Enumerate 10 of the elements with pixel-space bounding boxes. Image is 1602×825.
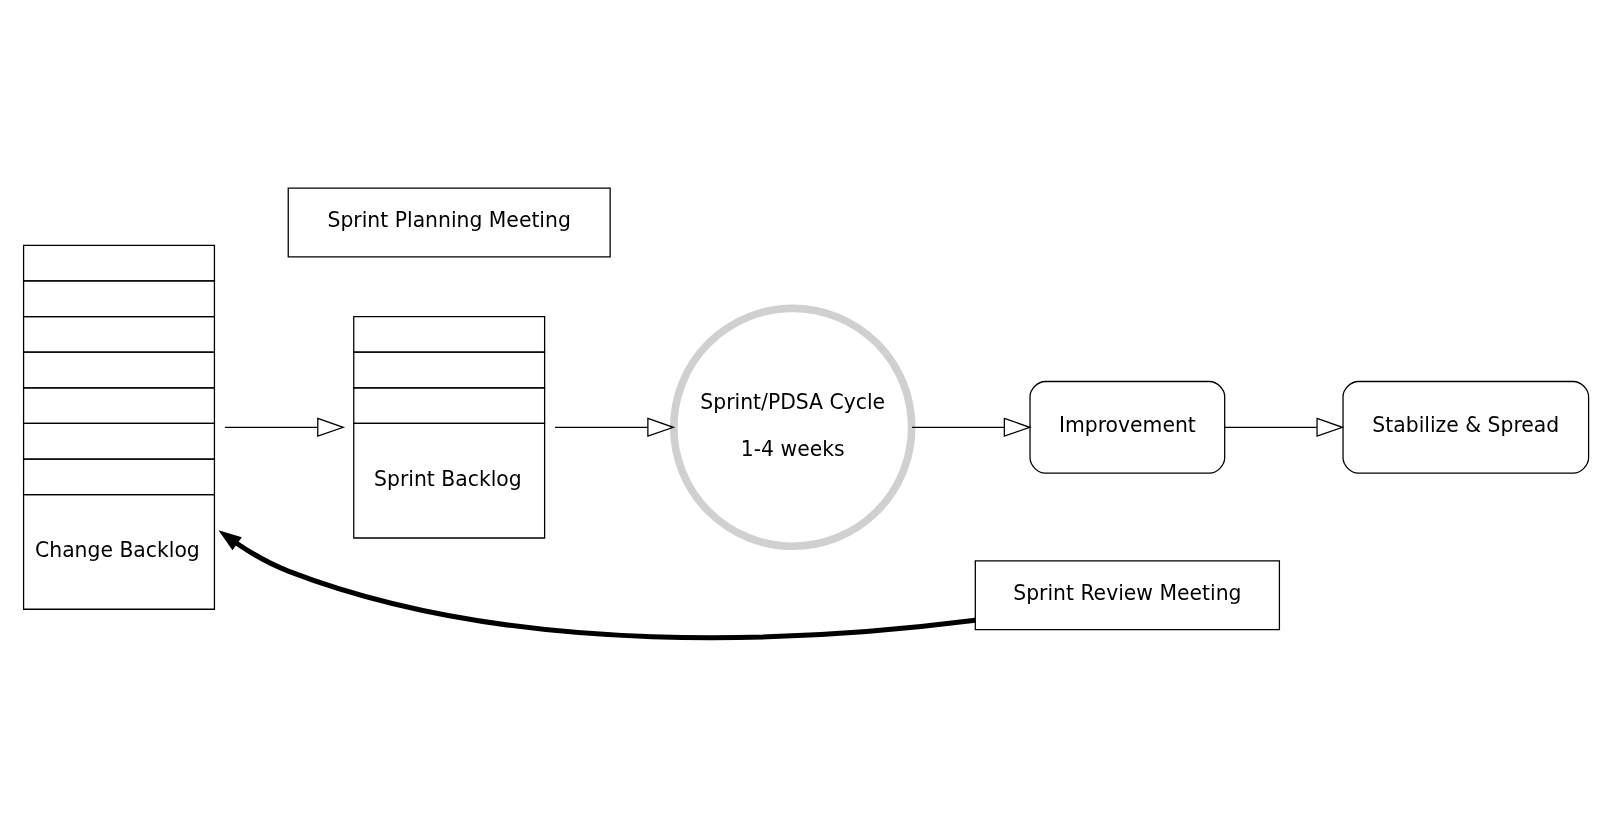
node-box: Improvement xyxy=(1029,380,1226,474)
node-box: Stabilize & Spread xyxy=(1342,380,1590,474)
arrow xyxy=(224,417,346,437)
arrow xyxy=(554,417,676,437)
arrow xyxy=(218,529,976,640)
node-circle: Sprint/PDSA Cycle 1-4 weeks xyxy=(669,304,916,550)
arrow xyxy=(1224,417,1345,437)
arrow xyxy=(911,417,1032,437)
node-box: Sprint Review Meeting xyxy=(974,559,1281,630)
node-box: Sprint Planning Meeting xyxy=(287,186,611,257)
